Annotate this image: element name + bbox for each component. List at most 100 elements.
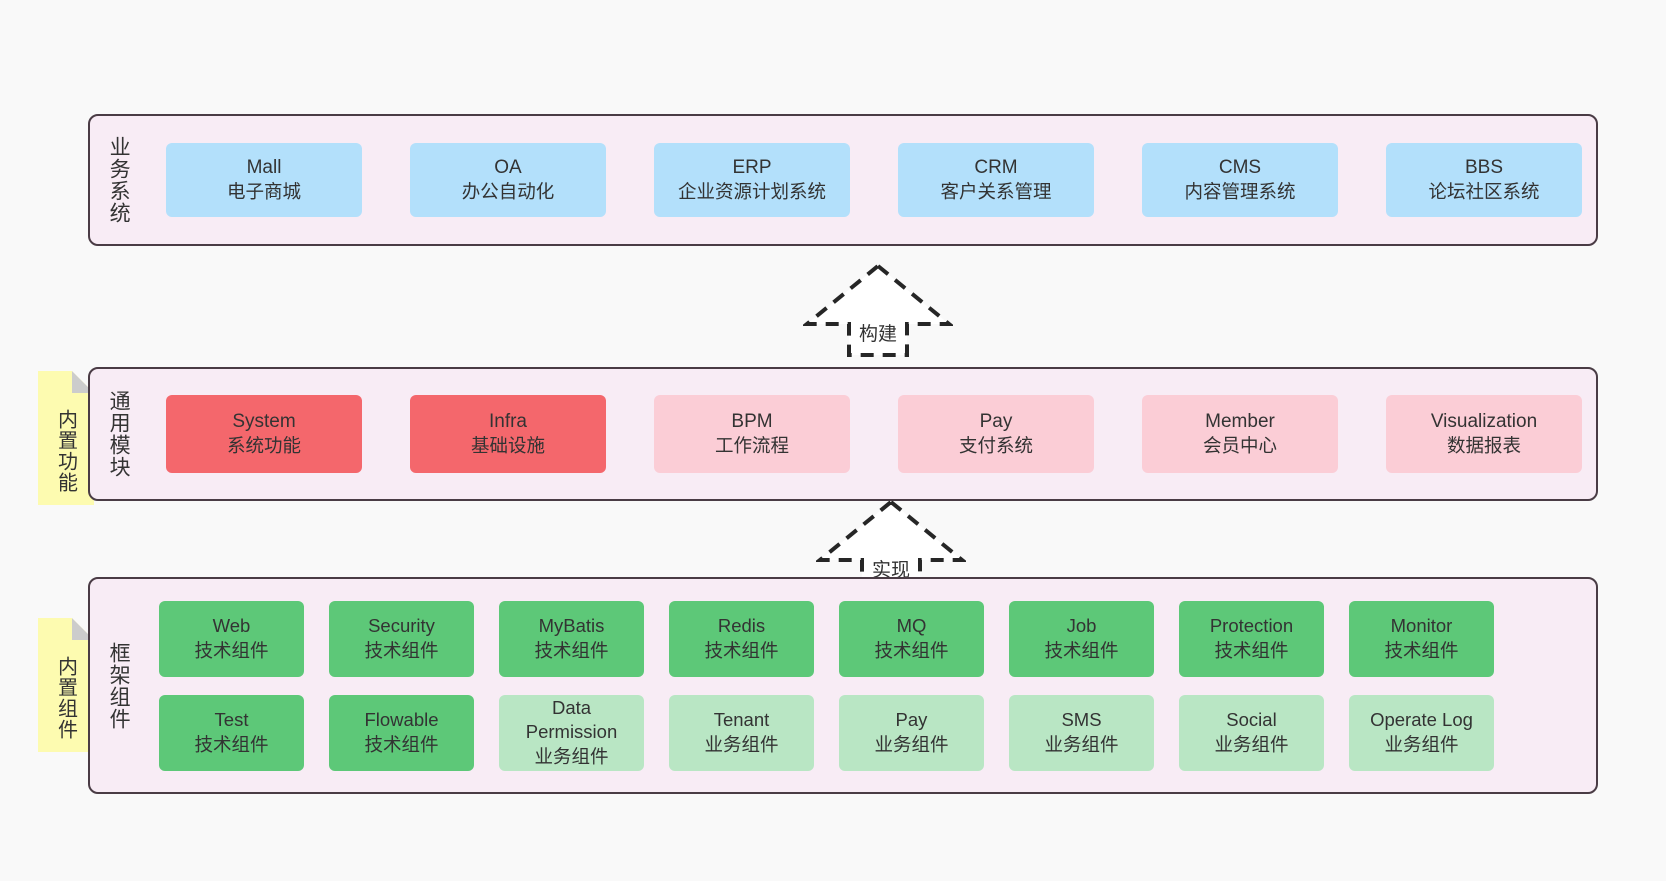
layer-framework-components: 框架组件 Web 技术组件 Security 技术组件 MyBatis 技术组件… (88, 577, 1598, 794)
arrow-build-shape (803, 263, 953, 357)
node-subtitle: 技术组件 (364, 639, 439, 661)
node-title: BPM (731, 411, 773, 433)
node-title: SMS (1061, 709, 1102, 731)
module-node-row: System 系统功能 Infra 基础设施 BPM 工作流程 Pay 支付系统… (166, 395, 1582, 473)
node-subtitle: 技术组件 (1044, 639, 1119, 661)
node-subtitle: 业务组件 (704, 733, 779, 755)
node-data-permission[interactable]: Data Permission 业务组件 (499, 694, 644, 771)
node-title: Mall (246, 157, 282, 179)
node-bbs[interactable]: BBS 论坛社区系统 (1386, 143, 1582, 217)
node-flowable[interactable]: Flowable 技术组件 (329, 694, 474, 771)
node-subtitle: 数据报表 (1446, 435, 1521, 457)
node-pay-module[interactable]: Pay 支付系统 (898, 395, 1094, 473)
node-subtitle: 支付系统 (958, 435, 1033, 457)
node-title: Flowable (364, 709, 439, 731)
node-member[interactable]: Member 会员中心 (1142, 395, 1338, 473)
layer-title-framework-components: 框架组件 (107, 641, 131, 730)
node-web[interactable]: Web 技术组件 (159, 600, 304, 677)
node-subtitle: 工作流程 (714, 435, 789, 457)
node-job[interactable]: Job 技术组件 (1009, 600, 1154, 677)
node-mybatis[interactable]: MyBatis 技术组件 (499, 600, 644, 677)
node-mq[interactable]: MQ 技术组件 (839, 600, 984, 677)
node-sms[interactable]: SMS 业务组件 (1009, 694, 1154, 771)
node-title: CRM (974, 157, 1018, 179)
layer-title-common-modules: 通用模块 (107, 390, 131, 478)
node-subtitle: 业务组件 (1214, 733, 1289, 755)
node-title: MQ (896, 615, 927, 637)
node-subtitle: 会员中心 (1202, 435, 1277, 457)
node-subtitle: 技术组件 (194, 639, 269, 661)
node-title: Visualization (1430, 411, 1538, 433)
node-oa[interactable]: OA 办公自动化 (410, 143, 606, 217)
node-subtitle: 电子商城 (226, 181, 301, 203)
layer-business-systems: 业务系统 Mall 电子商城 OA 办公自动化 ERP 企业资源计划系统 CRM… (88, 114, 1598, 246)
node-visualization[interactable]: Visualization 数据报表 (1386, 395, 1582, 473)
node-subtitle: 内容管理系统 (1184, 181, 1296, 203)
node-title: Infra (488, 411, 528, 433)
node-title: Tenant (713, 709, 770, 731)
node-system[interactable]: System 系统功能 (166, 395, 362, 473)
node-title: Member (1205, 411, 1275, 433)
node-subtitle: 客户关系管理 (940, 181, 1052, 203)
node-title: BBS (1464, 157, 1504, 179)
node-infra[interactable]: Infra 基础设施 (410, 395, 606, 473)
node-subtitle: 办公自动化 (461, 181, 555, 203)
node-title: Operate Log (1370, 709, 1473, 731)
node-title: Pay (895, 709, 928, 731)
layer-title-business-systems: 业务系统 (107, 136, 131, 224)
node-tenant[interactable]: Tenant 业务组件 (669, 694, 814, 771)
node-subtitle: 论坛社区系统 (1428, 181, 1540, 203)
layer-common-modules: 通用模块 System 系统功能 Infra 基础设施 BPM 工作流程 Pay… (88, 367, 1598, 501)
node-social[interactable]: Social 业务组件 (1179, 694, 1324, 771)
node-title: CMS (1218, 157, 1262, 179)
node-title: System (232, 411, 296, 433)
node-bpm[interactable]: BPM 工作流程 (654, 395, 850, 473)
node-subtitle: 技术组件 (534, 639, 609, 661)
node-subtitle: 技术组件 (704, 639, 779, 661)
node-operate-log[interactable]: Operate Log 业务组件 (1349, 694, 1494, 771)
note-builtin-components: 内置组件 (38, 618, 94, 752)
node-crm[interactable]: CRM 客户关系管理 (898, 143, 1094, 217)
node-subtitle: 企业资源计划系统 (677, 181, 826, 203)
node-test[interactable]: Test 技术组件 (159, 694, 304, 771)
node-subtitle: 系统功能 (226, 435, 301, 457)
node-title: Social (1226, 709, 1277, 731)
node-title: Protection (1209, 615, 1294, 637)
node-monitor[interactable]: Monitor 技术组件 (1349, 600, 1494, 677)
node-mall[interactable]: Mall 电子商城 (166, 143, 362, 217)
layer-body-business-systems: Mall 电子商城 OA 办公自动化 ERP 企业资源计划系统 CRM 客户关系… (138, 116, 1598, 244)
node-subtitle: 技术组件 (1384, 639, 1459, 661)
node-subtitle: 技术组件 (194, 733, 269, 755)
node-protection[interactable]: Protection 技术组件 (1179, 600, 1324, 677)
framework-tech-row: Web 技术组件 Security 技术组件 MyBatis 技术组件 Redi… (159, 600, 1585, 677)
arrow-build: 构建 (803, 262, 953, 358)
node-title: Pay (979, 411, 1013, 433)
node-subtitle: 业务组件 (874, 733, 949, 755)
framework-biz-row: Test 技术组件 Flowable 技术组件 Data Permission … (159, 694, 1585, 771)
node-subtitle: 技术组件 (364, 733, 439, 755)
node-title: Monitor (1390, 615, 1453, 637)
node-pay-component[interactable]: Pay 业务组件 (839, 694, 984, 771)
node-title: Web (212, 615, 251, 637)
node-title: Test (214, 709, 249, 731)
layer-body-framework-components: Web 技术组件 Security 技术组件 MyBatis 技术组件 Redi… (138, 579, 1596, 792)
node-subtitle: 基础设施 (470, 435, 545, 457)
node-subtitle: 业务组件 (534, 745, 609, 767)
layer-body-common-modules: System 系统功能 Infra 基础设施 BPM 工作流程 Pay 支付系统… (138, 369, 1598, 499)
node-security[interactable]: Security 技术组件 (329, 600, 474, 677)
node-redis[interactable]: Redis 技术组件 (669, 600, 814, 677)
node-title: ERP (732, 157, 772, 179)
note-builtin-functions: 内置功能 (38, 371, 94, 505)
node-cms[interactable]: CMS 内容管理系统 (1142, 143, 1338, 217)
node-title: Data Permission (525, 696, 618, 743)
node-erp[interactable]: ERP 企业资源计划系统 (654, 143, 850, 217)
note-label: 内置功能 (54, 409, 77, 493)
node-title: MyBatis (538, 615, 605, 637)
node-title: Redis (717, 615, 766, 637)
arrow-implement-shape (816, 499, 966, 593)
node-subtitle: 技术组件 (874, 639, 949, 661)
node-subtitle: 业务组件 (1044, 733, 1119, 755)
node-subtitle: 技术组件 (1214, 639, 1289, 661)
note-label: 内置组件 (54, 656, 77, 740)
